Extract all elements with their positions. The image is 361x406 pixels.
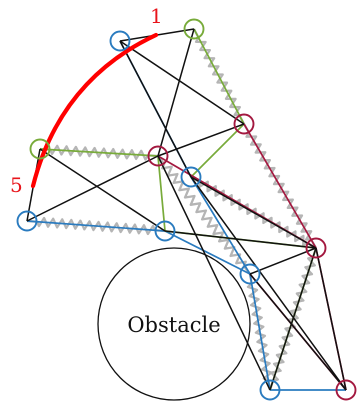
strut-g1-m2 <box>157 28 195 157</box>
edge-m1-m3 <box>243 123 317 249</box>
node-b2 <box>180 166 202 188</box>
strut-b2-m4 <box>190 176 347 391</box>
spring-m2-b5 <box>157 155 251 275</box>
strut-m2-m1 <box>157 123 245 157</box>
node-b3 <box>16 210 38 232</box>
spring-g1-m1 <box>192 28 246 125</box>
strut-m2-b6 <box>157 155 271 391</box>
node-m3 <box>305 237 327 259</box>
node-g1 <box>183 18 205 40</box>
spring-m1-m3 <box>243 123 317 249</box>
trajectory-end-label: 5 <box>10 173 23 197</box>
node-m2 <box>147 145 169 167</box>
strut-m3-b6 <box>269 247 317 391</box>
strut-b1-m1 <box>119 40 245 125</box>
spring-g2-m2 <box>39 144 159 161</box>
node-b6 <box>259 379 281 401</box>
nodes-layer <box>16 18 357 401</box>
obstacle-circle <box>97 247 251 401</box>
edge-g2-m2 <box>39 148 159 157</box>
springs-layer <box>26 28 318 391</box>
node-m1 <box>233 113 255 135</box>
strut-b2-m3 <box>190 176 317 249</box>
node-b4 <box>154 220 176 242</box>
node-b5 <box>239 263 261 285</box>
trajectory: 1 5 <box>10 4 163 197</box>
obstacle: Obstacle <box>97 247 251 401</box>
node-b1 <box>109 30 131 52</box>
strut-g2-b4 <box>39 148 166 232</box>
edge-b4-b5 <box>164 230 251 275</box>
edge-m1-b2 <box>190 123 245 178</box>
edge-b5-b6 <box>249 273 271 391</box>
edge-m2-b4 <box>157 155 166 232</box>
obstacle-label: Obstacle <box>127 313 220 337</box>
spring-b5-b6 <box>246 273 273 391</box>
strut-b5-m3 <box>249 247 317 275</box>
strut-b5-m4 <box>249 273 347 391</box>
trajectory-start-label: 1 <box>150 4 163 28</box>
strut-b3-m2 <box>26 155 159 222</box>
spring-b2-m3 <box>190 176 317 249</box>
strut-m4-m3 <box>315 247 347 391</box>
struts-layer <box>26 28 347 391</box>
edge-g1-m1 <box>193 28 245 125</box>
node-m4 <box>335 379 357 401</box>
edge-b2-b5 <box>190 176 251 275</box>
node-g2 <box>29 138 51 160</box>
edge-b3-b4 <box>26 220 166 232</box>
trajectory-arc <box>30 32 159 189</box>
strut-b1-b2 <box>119 40 192 178</box>
strut-b4-m3 <box>164 230 317 249</box>
